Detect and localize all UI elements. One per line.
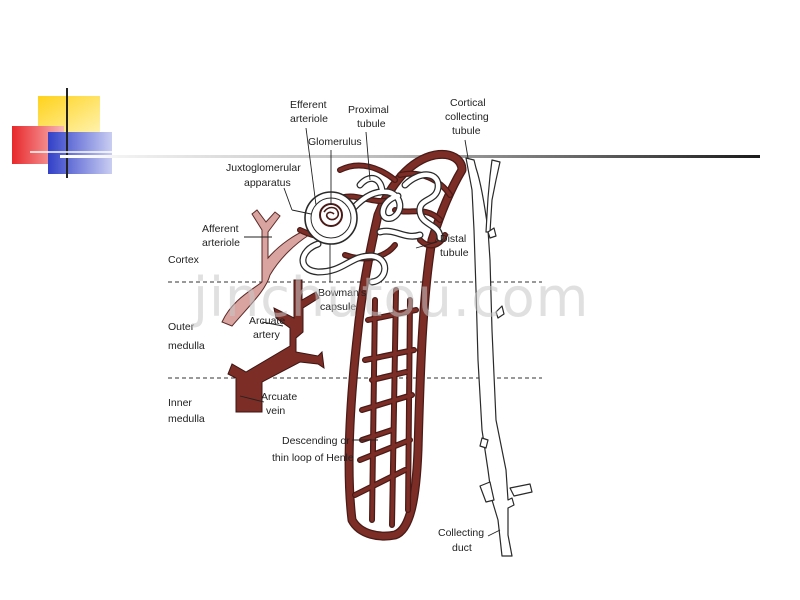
label-collecting-duct-1: Collecting bbox=[438, 527, 484, 539]
label-efferent-arteriole-2: arteriole bbox=[290, 113, 328, 125]
label-collecting-duct-2: duct bbox=[452, 542, 472, 554]
label-efferent-arteriole-1: Efferent bbox=[290, 99, 327, 111]
label-loop-of-henle-1: Descending or bbox=[282, 435, 350, 447]
label-arcuate-artery-2: artery bbox=[253, 329, 281, 341]
label-distal-tubule-1: Distal bbox=[440, 233, 466, 245]
decorative-squares bbox=[12, 88, 112, 178]
label-distal-tubule-2: tubule bbox=[440, 247, 469, 259]
label-outer-medulla-2: medulla bbox=[168, 340, 205, 352]
label-arcuate-artery-1: Arcuate bbox=[249, 315, 285, 327]
label-juxtaglomerular-2: apparatus bbox=[244, 177, 291, 189]
label-afferent-arteriole-2: arteriole bbox=[202, 237, 240, 249]
label-inner-medulla-1: Inner bbox=[168, 397, 192, 409]
label-arcuate-vein-2: vein bbox=[266, 405, 285, 417]
label-loop-of-henle-2: thin loop of Henle bbox=[272, 452, 354, 464]
label-proximal-tubule-1: Proximal bbox=[348, 104, 389, 116]
label-outer-medulla-1: Outer bbox=[168, 321, 195, 333]
label-juxtaglomerular-1: Juxtoglomerular bbox=[226, 162, 301, 174]
label-inner-medulla-2: medulla bbox=[168, 413, 205, 425]
label-cortical-collecting-tubule-1: Cortical bbox=[450, 97, 486, 109]
title-rule bbox=[60, 155, 760, 158]
collecting-duct bbox=[465, 157, 533, 557]
label-proximal-tubule-2: tubule bbox=[357, 118, 386, 130]
label-afferent-arteriole-1: Afferent bbox=[202, 223, 239, 235]
label-arcuate-vein-1: Arcuate bbox=[261, 391, 297, 403]
label-bowmans-capsule-2: capsule bbox=[320, 301, 356, 313]
label-bowmans-capsule-1: Bowman's bbox=[318, 287, 366, 299]
watermark: jinchutou.com bbox=[192, 266, 589, 329]
label-cortex: Cortex bbox=[168, 254, 200, 266]
label-cortical-collecting-tubule-2: collecting bbox=[445, 111, 489, 123]
label-glomerulus: Glomerulus bbox=[308, 136, 362, 148]
tubule-system bbox=[299, 171, 444, 286]
label-cortical-collecting-tubule-3: tubule bbox=[452, 125, 481, 137]
leader-lines bbox=[239, 127, 501, 537]
diagram-labels: Efferent arteriole Proximal tubule Corti… bbox=[168, 97, 489, 554]
arcuate-vessels bbox=[227, 279, 325, 413]
